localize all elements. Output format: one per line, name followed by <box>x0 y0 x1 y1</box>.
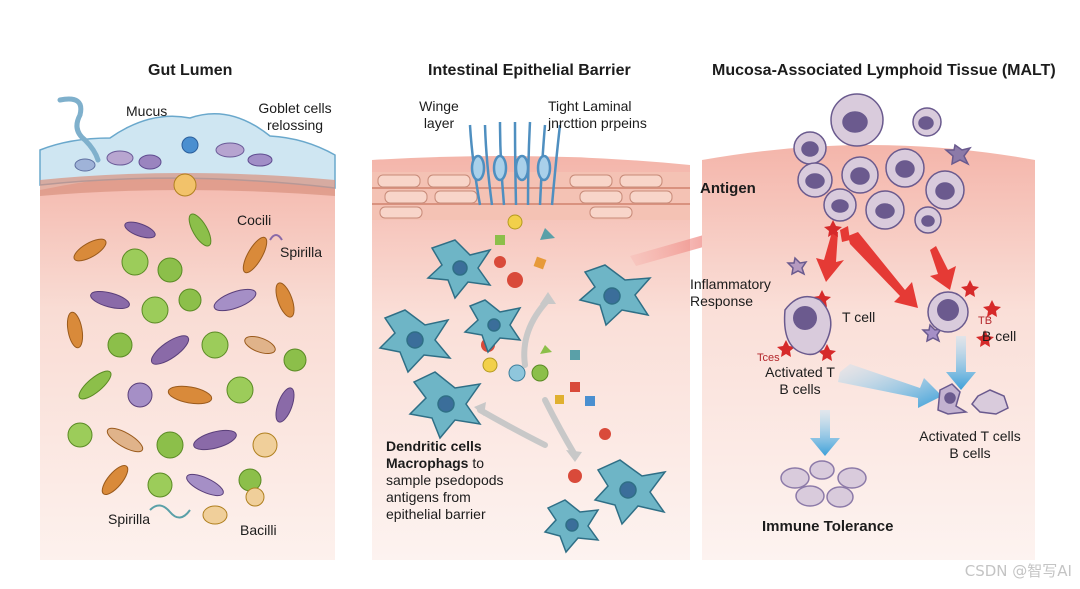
epithelial-cell-layer <box>372 172 690 220</box>
antigen-label: Antigen <box>700 180 756 197</box>
dendritic-line-4: antigens from <box>386 489 471 505</box>
winge-line-2: layer <box>423 115 455 131</box>
cocci-label: Cocili <box>237 212 272 228</box>
gut-lumen-panel <box>39 96 336 561</box>
immune-tolerance-label: Immune Tolerance <box>762 518 894 535</box>
antigen-particles <box>481 214 611 483</box>
lymphocyte-cluster <box>786 93 972 343</box>
malt-title: Mucosa-Associated Lymphoid Tissue (MALT) <box>712 62 1056 79</box>
watermark: CSDN @智写AI <box>964 562 1072 580</box>
malt-tissue <box>702 145 1035 560</box>
activated-right-label: Activated T cells B cells <box>910 428 1030 462</box>
dendritic-line-2b: to <box>468 455 485 471</box>
b-cell <box>927 291 969 333</box>
tight-line-2: jnrcttion prpeins <box>548 115 647 131</box>
lumen-tissue <box>40 173 335 561</box>
dendritic-line-5: epithelial barrier <box>386 506 486 522</box>
inflam-line-2: Response <box>690 293 754 309</box>
b-cell-label: B cell <box>982 328 1017 344</box>
goblet-line-1: Goblet cells <box>258 100 332 116</box>
mucus-label: Mucus <box>126 103 168 119</box>
epithelial-title: Intestinal Epithelial Barrier <box>428 62 631 79</box>
tight-line-1: Tight Laminal <box>548 98 632 114</box>
spirilla-bottom-label: Spirilla <box>108 511 151 527</box>
activated-line-2: B cells <box>779 381 821 397</box>
goblet-cells-label: Goblet cells relossing <box>250 100 340 134</box>
activated-right-line-2: B cells <box>949 445 991 461</box>
bacilli-label: Bacilli <box>240 522 277 538</box>
activated-tb-cells-label: Activated T B cells <box>760 364 840 398</box>
tolerance-cells <box>780 460 867 508</box>
gut-lumen-title: Gut Lumen <box>148 62 233 79</box>
tces-label: Tces <box>757 352 780 364</box>
dendritic-line-2a: Macrophags <box>386 455 469 471</box>
winge-layer-label: Winge layer <box>408 98 470 132</box>
dendritic-line-3: sample psedopods <box>386 472 504 488</box>
dendritic-cells-label: Dendritic cells Macrophags to sample pse… <box>386 438 504 523</box>
dendritic-line-1: Dendritic cells <box>386 438 482 454</box>
transport-arrowheads <box>474 292 582 462</box>
transport-arrows <box>477 297 578 458</box>
t-cell <box>783 295 832 356</box>
spirilla-filament <box>57 96 101 163</box>
activated-line-1: Activated T <box>765 364 835 380</box>
goblet-line-2: relossing <box>266 117 324 133</box>
winge-line-1: Winge <box>419 98 459 114</box>
malt-panel <box>702 93 1035 560</box>
activated-cells-right <box>937 383 1009 415</box>
signal-stars <box>777 220 1001 361</box>
activation-arrows <box>810 336 976 456</box>
inflammatory-response-label: Inflammatory Response <box>690 276 771 310</box>
spirilla-top-label: Spirilla <box>280 244 323 260</box>
dendritic-cells <box>378 239 667 554</box>
t-cell-label: T cell <box>842 309 876 325</box>
tb-label: TB <box>978 315 993 327</box>
tight-junction-villi <box>468 121 562 206</box>
tight-junction-label: Tight Laminal jnrcttion prpeins <box>548 98 647 132</box>
activated-right-line-1: Activated T cells <box>919 428 1021 444</box>
bacteria-cluster <box>66 173 307 525</box>
inflammation-arrows <box>816 226 956 308</box>
epithelial-panel <box>372 121 690 560</box>
inflam-line-1: Inflammatory <box>690 276 771 292</box>
mucus-cells <box>74 136 273 172</box>
